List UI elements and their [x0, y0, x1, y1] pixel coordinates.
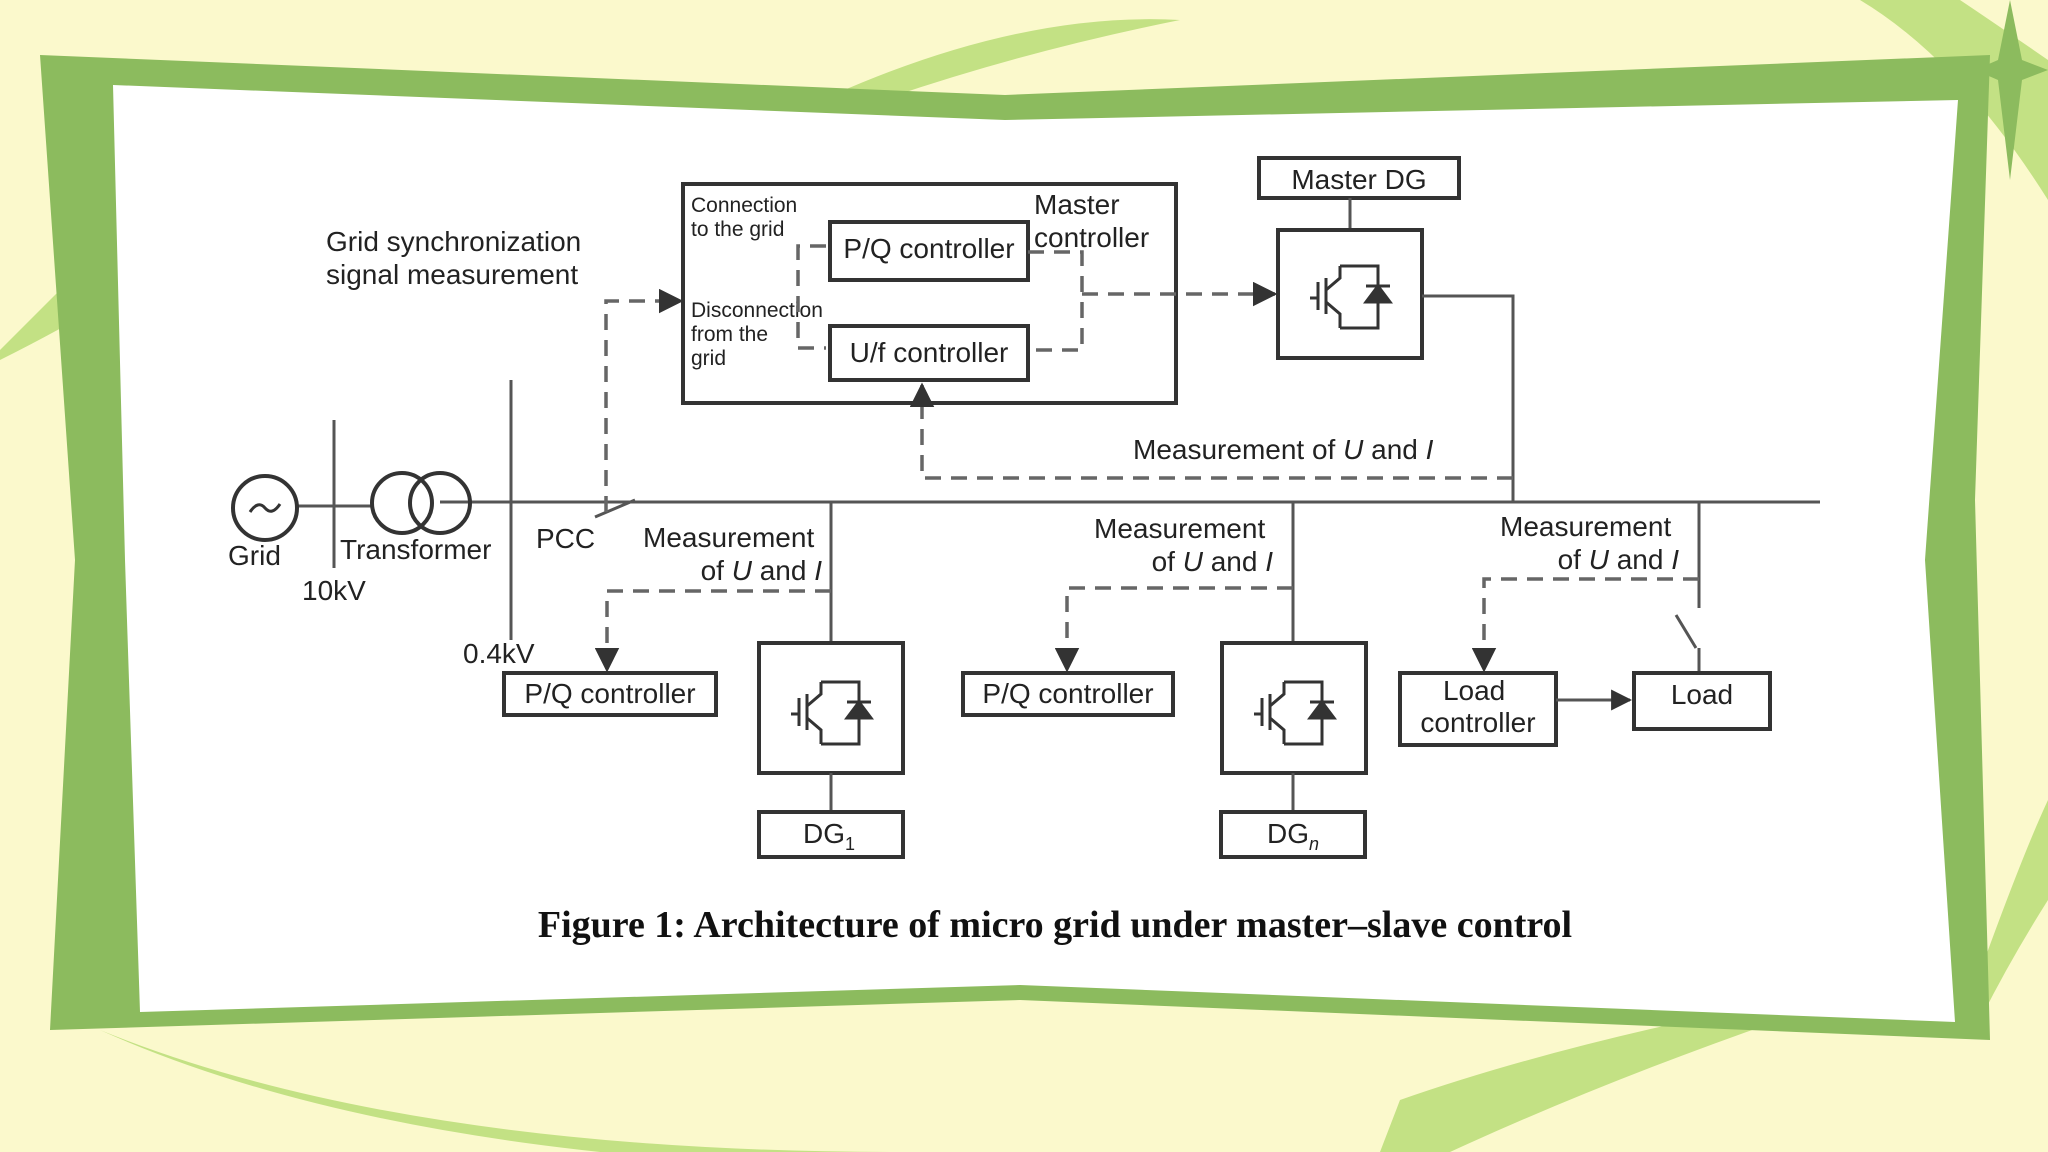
- dg1-inverter-box: [757, 641, 905, 775]
- disconnection-label: Disconnection from the grid: [691, 299, 829, 370]
- connection-label: Connection to the grid: [691, 194, 803, 241]
- star-decoration: [1975, 0, 2048, 180]
- dgn-inverter-icon: [1254, 680, 1337, 746]
- mode-switch-dashed: [796, 244, 826, 350]
- dgn-box: [1219, 810, 1367, 859]
- master-pq-controller-label: P/Q controller: [843, 233, 1014, 264]
- voltage-04kv-label: 0.4kV: [463, 638, 535, 669]
- branch1-pq-controller-label: P/Q controller: [524, 678, 695, 709]
- master-dg-label-box: [1257, 156, 1461, 200]
- load-switch: [1674, 614, 1698, 649]
- dg1-box: [757, 810, 905, 859]
- pcc-label: PCC: [536, 523, 595, 554]
- grid-sync-label: Grid synchronization signal measurement: [326, 226, 589, 290]
- master-dg-inverter-box: [1276, 228, 1424, 360]
- branch1-measurement-dashed: [594, 589, 831, 673]
- branch2-pq-controller-box: [961, 671, 1175, 717]
- master-uf-controller-box: [828, 324, 1030, 382]
- voltage-10kv-label: 10kV: [302, 575, 366, 606]
- master-uf-controller-label: U/f controller: [850, 337, 1009, 368]
- load-box: [1632, 671, 1772, 731]
- load-controller-label: Load controller: [1420, 675, 1535, 738]
- branch3-measurement-dashed: [1471, 577, 1699, 673]
- figure-caption: Figure 1: Architecture of micro grid und…: [538, 904, 1572, 946]
- transformer-label: Transformer: [340, 534, 491, 565]
- diagram-panel: [113, 85, 1958, 1022]
- branch2-measurement-dashed: [1054, 586, 1293, 673]
- master-controller-title: Master controller: [1034, 189, 1149, 253]
- branch2-pq-controller-label: P/Q controller: [982, 678, 1153, 709]
- dgn-inverter-box: [1220, 641, 1368, 775]
- master-dg-inverter-icon: [1310, 264, 1393, 330]
- leaf-decoration-right-lower: [1970, 800, 2048, 1020]
- grid-sync-dashed-link: [604, 288, 684, 512]
- ac-source-icon: [231, 474, 299, 542]
- load-controller-box: [1398, 671, 1558, 747]
- branch3-measurement-label: Measurement of U and I: [1500, 511, 1679, 575]
- load-label: Load: [1671, 679, 1733, 710]
- controller-output-dashed: [1028, 250, 1084, 352]
- dg1-inverter-icon: [791, 680, 874, 746]
- transformer-icon: [370, 471, 472, 535]
- branch1-pq-controller-box: [502, 671, 718, 717]
- main-measurement-dashed: [909, 382, 1513, 480]
- grid-label: Grid: [228, 540, 281, 571]
- dg1-label: DG1: [803, 818, 855, 854]
- master-dg-label: Master DG: [1291, 164, 1426, 195]
- branch1-measurement-label: Measurement of U and I: [643, 522, 822, 586]
- pcc-switch: [594, 498, 636, 519]
- main-measurement-label: Measurement of U and I: [1133, 434, 1434, 465]
- branch2-measurement-label: Measurement of U and I: [1094, 513, 1273, 577]
- dgn-label: DGn: [1267, 818, 1319, 854]
- master-dg-to-bus: [1422, 294, 1515, 502]
